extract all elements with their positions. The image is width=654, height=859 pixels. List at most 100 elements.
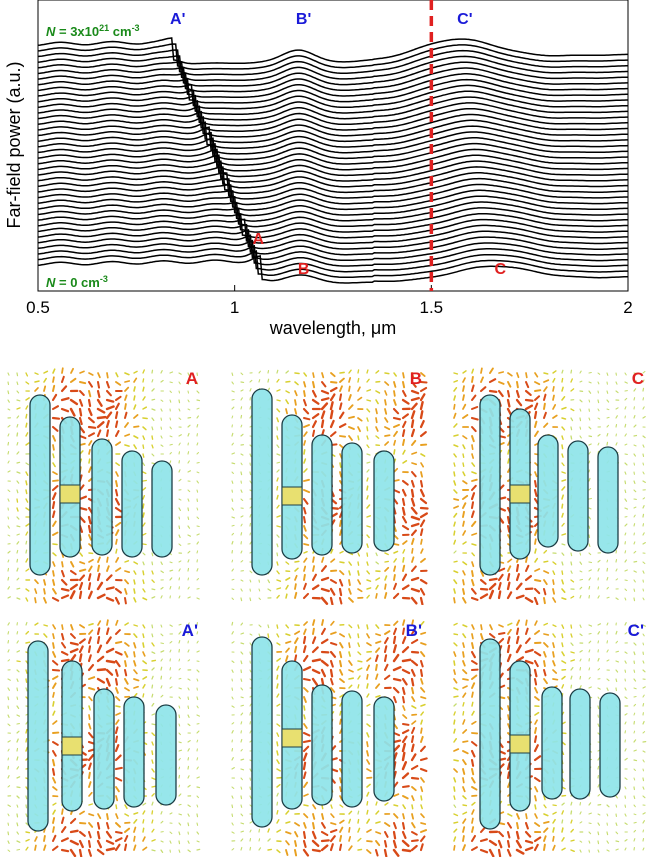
field-arrow (295, 823, 299, 826)
field-arrow (26, 406, 28, 409)
field-arrow (107, 575, 112, 580)
field-arrow (197, 849, 200, 850)
field-arrow (394, 667, 400, 670)
field-arrow (589, 436, 592, 437)
field-arrow (71, 850, 75, 856)
field-arrow (62, 596, 68, 599)
nanorod (342, 443, 362, 553)
field-arrow (562, 379, 563, 382)
field-arrow (367, 724, 370, 726)
field-arrow (412, 404, 417, 409)
field-arrow (304, 637, 305, 643)
field-arrow (304, 373, 306, 376)
field-arrow (89, 814, 93, 815)
field-arrow (170, 841, 171, 843)
field-arrow (454, 514, 457, 517)
field-arrow (367, 580, 371, 581)
field-arrow (562, 811, 563, 814)
field-arrow (463, 481, 467, 484)
field-arrow (322, 640, 327, 643)
field-arrow (161, 659, 162, 661)
field-arrow (313, 805, 315, 809)
field-arrow (643, 760, 644, 762)
field-arrow (472, 544, 476, 545)
field-arrow (580, 436, 581, 438)
field-arrow (367, 811, 368, 815)
field-arrow (304, 544, 308, 545)
field-arrow (277, 751, 278, 755)
field-arrow (358, 652, 361, 655)
field-arrow (232, 823, 233, 825)
field-arrow (544, 670, 546, 675)
nanorod (122, 451, 142, 557)
field-arrow (454, 760, 458, 761)
field-arrow (304, 459, 305, 463)
field-arrow (589, 478, 590, 481)
field-arrow (517, 400, 521, 405)
field-arrow (232, 749, 233, 751)
field-arrow (340, 652, 341, 657)
field-arrow (571, 409, 574, 411)
field-arrow (241, 633, 244, 634)
field-arrow (277, 666, 279, 670)
field-arrow (616, 569, 617, 571)
field-arrow (179, 596, 180, 598)
field-arrow (188, 569, 189, 572)
field-arrow (125, 381, 129, 382)
field-arrow (161, 588, 163, 590)
field-arrow (286, 382, 290, 383)
field-arrow (304, 850, 308, 855)
field-arrow (598, 766, 599, 769)
field-arrow (71, 634, 75, 638)
field-arrow (358, 685, 359, 688)
field-arrow (250, 533, 251, 535)
field-arrow (89, 764, 91, 770)
field-arrow (277, 659, 280, 661)
field-arrow (250, 416, 251, 418)
field-arrow (580, 668, 581, 670)
field-arrow (53, 683, 56, 688)
field-arrow (526, 382, 528, 387)
field-arrow (322, 832, 327, 835)
field-arrow (616, 849, 618, 850)
field-arrow (179, 832, 180, 835)
field-arrow (62, 386, 66, 391)
field-arrow (188, 535, 190, 536)
field-arrow (8, 535, 10, 536)
field-arrow (526, 576, 531, 580)
field-arrow (35, 580, 38, 583)
field-arrow (562, 463, 564, 466)
field-arrow (116, 472, 118, 476)
field-arrow (454, 837, 455, 841)
field-arrow (454, 381, 457, 382)
field-arrow (571, 820, 572, 823)
field-arrow (454, 822, 458, 823)
field-arrow (17, 416, 19, 418)
field-arrow (526, 373, 527, 377)
field-arrow (241, 796, 242, 799)
field-arrow (197, 569, 198, 571)
field-arrow (625, 778, 627, 779)
field-arrow (598, 823, 599, 825)
field-arrow (89, 630, 92, 634)
field-arrow (80, 508, 86, 510)
field-arrow (17, 534, 19, 535)
nanorod (374, 451, 394, 551)
field-arrow (472, 598, 478, 600)
field-arrow (17, 400, 20, 401)
field-arrow (44, 634, 47, 637)
field-arrow (134, 396, 135, 400)
field-arrow (143, 625, 145, 628)
field-arrow (508, 566, 510, 571)
field-arrow (331, 402, 333, 409)
field-arrow (358, 811, 359, 814)
field-arrow (116, 778, 121, 781)
field-arrow (499, 391, 503, 396)
field-arrow (580, 822, 582, 823)
field-arrow (472, 553, 474, 556)
field-arrow (598, 624, 600, 625)
field-arrow (358, 634, 359, 638)
field-arrow (358, 427, 360, 431)
field-arrow (394, 655, 398, 661)
field-arrow (107, 598, 113, 601)
